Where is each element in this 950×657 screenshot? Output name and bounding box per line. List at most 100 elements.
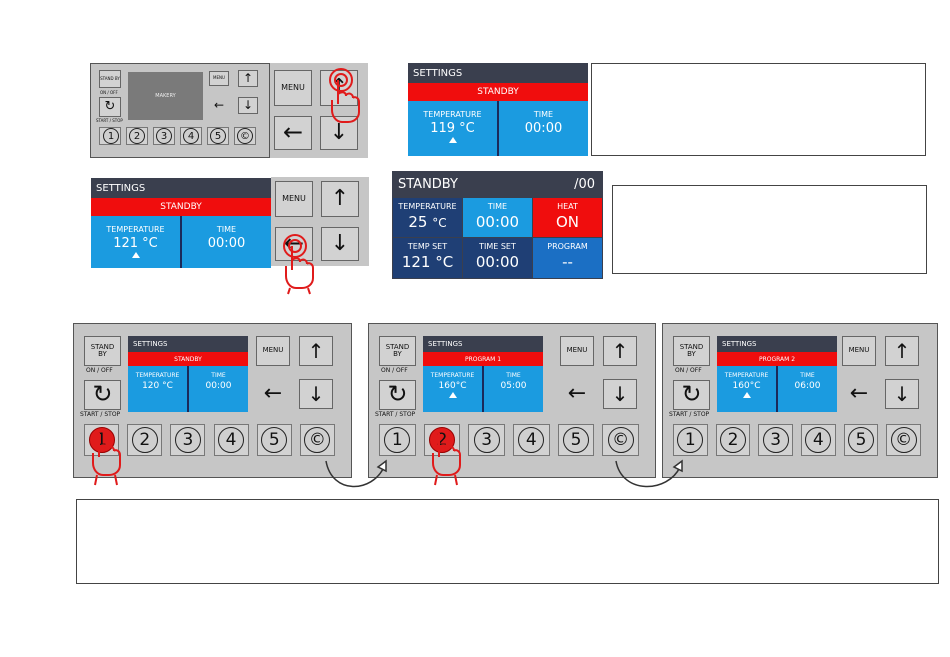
down-button[interactable]: ↓ <box>321 227 359 261</box>
menu-button[interactable]: MENU <box>560 336 594 366</box>
left-button[interactable]: ← <box>263 381 283 407</box>
text-box-1 <box>591 63 926 156</box>
temperature-label: TEMPERATURE <box>430 372 475 379</box>
program-button-5[interactable]: 5 <box>261 427 288 453</box>
program-button-c[interactable]: © <box>607 427 634 453</box>
curved-arrow-icon <box>615 459 683 488</box>
control-panel-1: STAND BY ON / OFF ↻ START / STOP SETTING… <box>73 323 352 478</box>
up-button[interactable]: ↑ <box>238 70 258 87</box>
program-button-2[interactable]: 2 <box>129 128 145 144</box>
onoff-label: ON / OFF <box>86 367 113 374</box>
program-button-4[interactable]: 4 <box>183 128 199 144</box>
temp-set-cell: TEMP SET 121 °C <box>393 238 462 278</box>
program-button-5[interactable]: 5 <box>848 427 874 453</box>
down-button[interactable]: ↓ <box>299 379 333 409</box>
program-button-3[interactable]: 3 <box>762 427 789 453</box>
time-label: TIME <box>216 225 237 234</box>
program-button-2[interactable]: 2 <box>720 427 746 453</box>
temperature-value: 160°C <box>732 381 761 391</box>
hand-pointer-icon <box>91 433 121 486</box>
temperature-value: 121 °C <box>113 236 158 251</box>
program-button-4[interactable]: 4 <box>805 427 832 453</box>
divider <box>180 216 182 268</box>
menu-button[interactable]: MENU <box>256 336 290 366</box>
down-button[interactable]: ↓ <box>603 379 637 409</box>
up-button[interactable]: ↑ <box>299 336 333 366</box>
program-button-3[interactable]: 3 <box>156 128 172 144</box>
start-stop-button[interactable]: ↻ <box>84 380 121 410</box>
up-arrow-icon <box>131 252 140 258</box>
screen-header: SETTINGS <box>91 178 271 198</box>
standby-button[interactable]: STAND BY <box>84 336 121 366</box>
up-arrow-icon <box>448 137 457 143</box>
program-label: PROGRAM <box>547 242 588 251</box>
program-button-1[interactable]: 1 <box>88 427 115 453</box>
standby-page-indicator: /00 <box>574 177 595 192</box>
program-button-4[interactable]: 4 <box>518 427 545 453</box>
onoff-label: ON / OFF <box>381 367 408 374</box>
mode-band: PROGRAM 1 <box>423 352 543 366</box>
program-button-3[interactable]: 3 <box>473 427 500 453</box>
start-stop-button[interactable]: ↻ <box>673 380 710 410</box>
temperature-value: 119 °C <box>430 121 475 136</box>
program-button-2[interactable]: 2 <box>131 427 158 453</box>
program-button-4[interactable]: 4 <box>218 427 245 453</box>
screen-header: SETTINGS <box>128 336 248 352</box>
time-value: 06:00 <box>794 381 821 391</box>
up-button[interactable]: ↑ <box>885 336 919 366</box>
text-box-3 <box>76 499 939 584</box>
program-button-5[interactable]: 5 <box>210 128 226 144</box>
temp-set-label: TEMP SET <box>407 242 448 251</box>
screen-header: SETTINGS <box>408 63 588 83</box>
program-button-1[interactable]: 1 <box>677 427 704 453</box>
button-crop-2: MENU ↑ ← ↓ <box>271 177 369 266</box>
program-button-1[interactable]: 1 <box>103 128 119 144</box>
program-button-5[interactable]: 5 <box>563 427 589 453</box>
time-set-label: TIME SET <box>479 242 516 251</box>
left-button[interactable]: ← <box>274 116 312 150</box>
down-button[interactable]: ↓ <box>885 379 919 409</box>
start-stop-button[interactable]: ↻ <box>379 380 416 410</box>
left-button[interactable]: ← <box>567 381 587 407</box>
program-button-1[interactable]: 1 <box>384 427 411 453</box>
temperature-label: TEMPERATURE <box>106 225 165 234</box>
divider <box>187 366 189 412</box>
left-button[interactable]: ← <box>849 381 869 407</box>
start-stop-label: START / STOP <box>80 411 121 418</box>
temperature-label: TEMPERATURE <box>724 372 769 379</box>
standby-button[interactable]: STAND BY <box>379 336 416 366</box>
menu-button[interactable]: MENU <box>842 336 876 366</box>
temperature-cell: TEMPERATURE 119 °C <box>408 110 497 143</box>
time-cell: TIME 00:00 <box>189 372 248 391</box>
restart-icon: ↻ <box>104 99 116 115</box>
start-stop-label: START / STOP <box>375 411 416 418</box>
start-stop-button[interactable]: ↻ <box>99 97 121 117</box>
standby-button[interactable]: STAND BY <box>99 70 121 88</box>
program-button-c[interactable]: © <box>890 427 917 453</box>
program-button-c[interactable]: © <box>304 427 331 453</box>
up-button[interactable]: ↑ <box>603 336 637 366</box>
program-button-c[interactable]: © <box>237 128 253 144</box>
menu-button[interactable]: MENU <box>274 70 312 106</box>
mode-band: STANDBY <box>408 83 588 101</box>
temp-set-value: 121 °C <box>401 253 454 271</box>
mini-control-panel: STAND BY ON / OFF ↻ START / STOP MAKERY … <box>90 63 270 158</box>
divider <box>776 366 778 412</box>
menu-button[interactable]: MENU <box>209 71 229 86</box>
temperature-value: 160°C <box>438 381 467 391</box>
standby-button[interactable]: STAND BY <box>673 336 710 366</box>
settings-screen: SETTINGS PROGRAM 2 TEMPERATURE 160°C TIM… <box>717 336 837 412</box>
menu-button[interactable]: MENU <box>275 181 313 217</box>
hand-pointer-icon <box>283 234 314 295</box>
time-value: 05:00 <box>500 381 527 391</box>
left-button[interactable]: ← <box>213 98 225 113</box>
down-button[interactable]: ↓ <box>238 97 258 114</box>
program-value: -- <box>562 253 573 271</box>
temperature-cell: TEMPERATURE 160°C <box>423 372 482 398</box>
program-button-3[interactable]: 3 <box>174 427 201 453</box>
program-button-2[interactable]: 2 <box>429 427 455 453</box>
up-button[interactable]: ↑ <box>321 181 359 217</box>
start-stop-label: START / STOP <box>669 411 710 418</box>
settings-screen-b: SETTINGS STANDBY TEMPERATURE 121 °C TIME… <box>91 178 271 268</box>
temperature-cell: TEMPERATURE 121 °C <box>91 225 180 258</box>
